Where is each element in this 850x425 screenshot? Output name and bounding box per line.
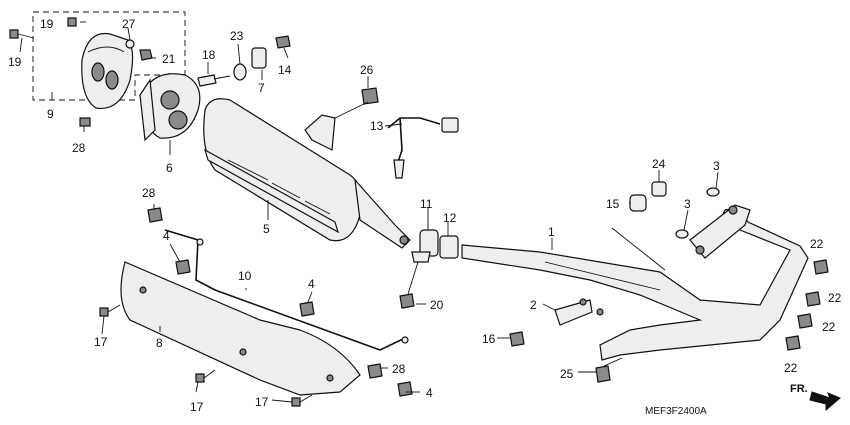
- callout-22c: 22: [822, 320, 836, 334]
- callout-18: 18: [202, 48, 216, 62]
- heat-shield: [120, 261, 361, 396]
- exhaust-clamp: [411, 229, 439, 263]
- exhaust-pipe: [461, 204, 809, 361]
- oxygen-sensor: [387, 117, 459, 179]
- callout-3b: 3: [684, 197, 691, 211]
- callout-25: 25: [560, 367, 574, 381]
- front-direction-label: FR.: [790, 383, 808, 395]
- front-direction-indicator: FR.: [790, 383, 841, 412]
- muffler: [203, 98, 411, 249]
- callout-1: 1: [548, 225, 555, 239]
- callout-12: 12: [443, 211, 457, 225]
- callout-4a: 4: [163, 229, 170, 243]
- callout-21: 21: [162, 52, 176, 66]
- callout-28c: 28: [392, 362, 406, 376]
- joint-gasket: [439, 235, 459, 259]
- callout-4b: 4: [308, 277, 315, 291]
- shield-bracket-rod: [164, 229, 409, 351]
- callout-26: 26: [360, 63, 374, 77]
- leader-lines: [19, 21, 719, 403]
- callout-27: 27: [122, 17, 136, 31]
- small-fasteners: [9, 17, 829, 407]
- callout-17b: 17: [190, 400, 204, 414]
- callout-13: 13: [370, 119, 384, 133]
- muffler-end-cover: [81, 32, 134, 110]
- callout-17c: 17: [255, 395, 269, 409]
- callout-14: 14: [278, 63, 292, 77]
- callout-15: 15: [606, 197, 620, 211]
- callout-11: 11: [420, 197, 433, 211]
- callout-22a: 22: [810, 237, 824, 251]
- callout-19a: 19: [8, 55, 22, 69]
- callout-3a: 3: [713, 159, 720, 173]
- callout-22b: 22: [828, 291, 842, 305]
- muffler-inner-cap: [139, 73, 201, 142]
- callout-22d: 22: [784, 361, 798, 375]
- callout-4c: 4: [426, 386, 433, 400]
- callout-28b: 28: [142, 186, 156, 200]
- callout-23: 23: [230, 29, 244, 43]
- cover-assembly-group-box: [32, 11, 186, 101]
- callout-5: 5: [263, 222, 270, 236]
- callout-7: 7: [258, 81, 265, 95]
- callout-6: 6: [166, 161, 173, 175]
- callout-20: 20: [430, 298, 444, 312]
- callout-2: 2: [530, 298, 537, 312]
- callout-16: 16: [482, 332, 496, 346]
- callout-24: 24: [652, 157, 666, 171]
- callout-10: 10: [238, 269, 252, 283]
- callout-28a: 28: [72, 141, 86, 155]
- diagram-code: MEF3F2400A: [645, 406, 707, 417]
- callout-8: 8: [156, 336, 163, 350]
- callout-numbers: 19 19 27 21 9 28 6 18 23 7 14 26 13 5 28…: [8, 17, 842, 414]
- callout-9: 9: [47, 107, 54, 121]
- callout-17a: 17: [94, 335, 108, 349]
- callout-19b: 19: [40, 17, 54, 31]
